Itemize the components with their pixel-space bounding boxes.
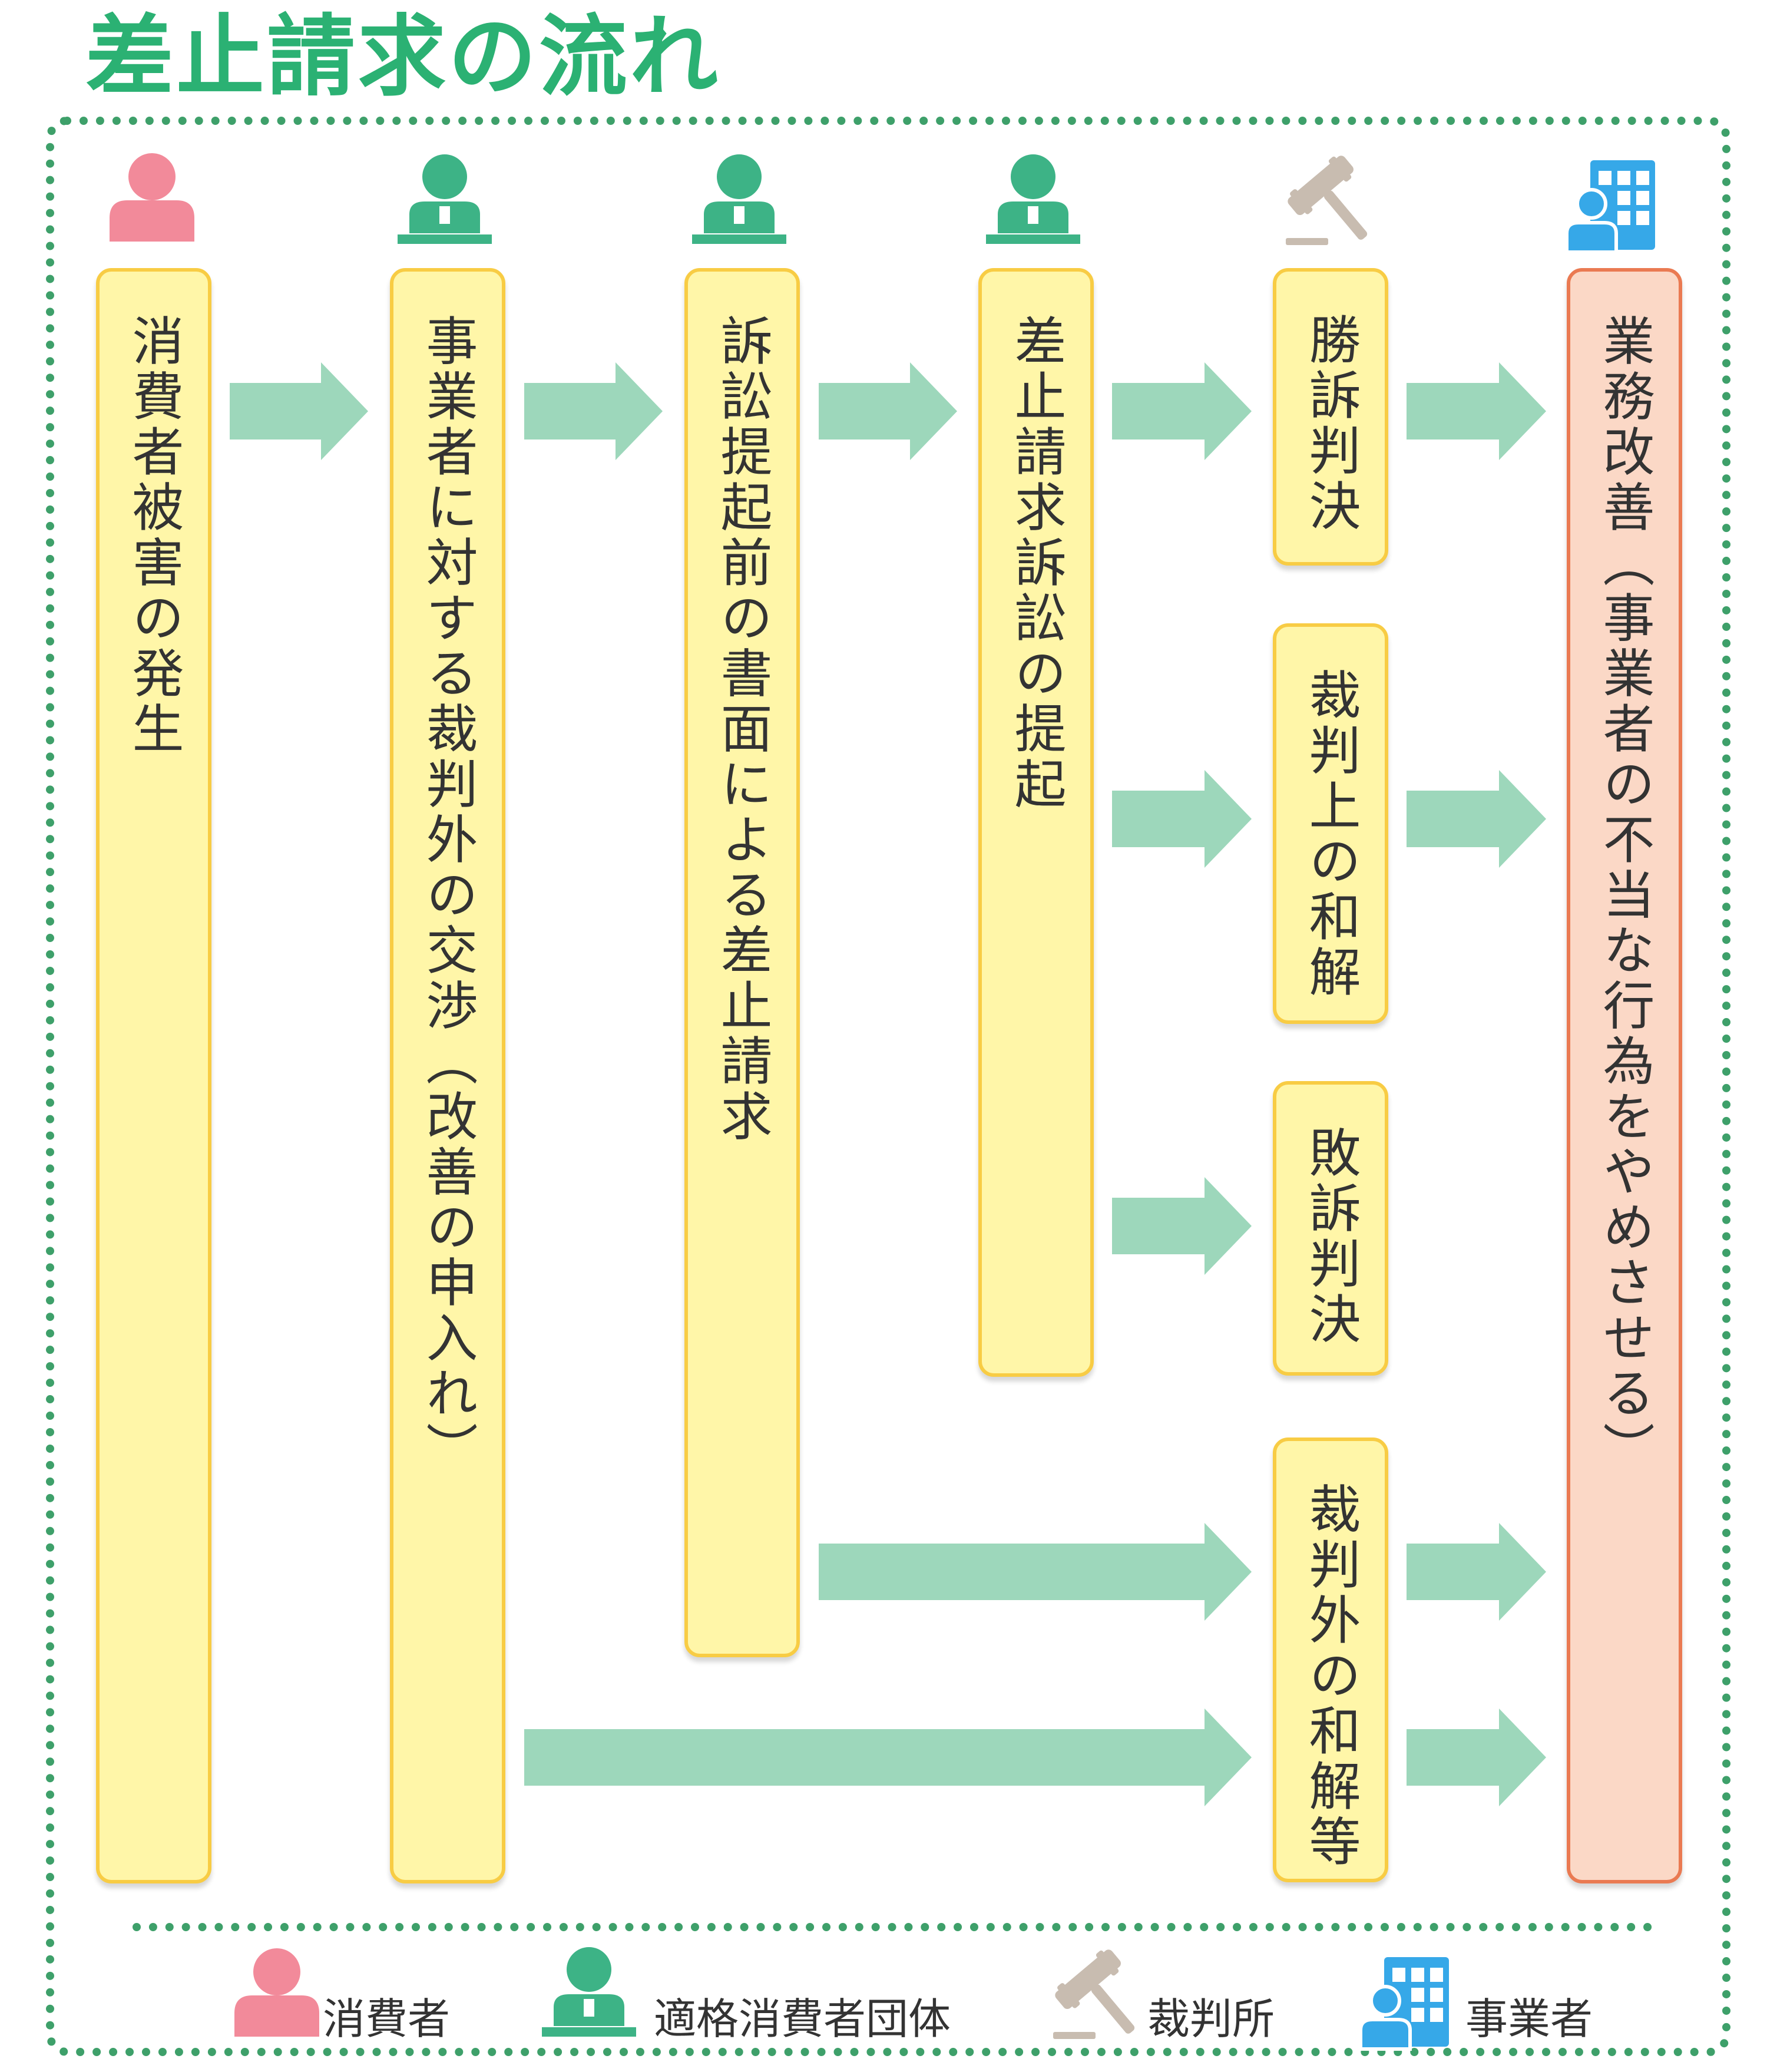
flow-arrow bbox=[1407, 362, 1546, 460]
legend-label: 事業者 bbox=[1465, 1994, 1593, 2044]
outcome-label: 裁判上の和解 bbox=[1301, 668, 1361, 1000]
legend-divider bbox=[133, 1923, 1652, 1931]
page-title: 差止請求の流れ bbox=[85, 6, 721, 108]
result-label: 業務改善（事業者の不当な行為をやめさせる） bbox=[1594, 314, 1655, 1477]
step-box-lawsuit: 差止請求訴訟の提起 bbox=[978, 268, 1094, 1377]
flow-arrow bbox=[1112, 1177, 1252, 1275]
outcome-box-out-of-court-settlement: 裁判外の和解等 bbox=[1273, 1437, 1388, 1882]
step-label: 訴訟提起前の書面による差止請求 bbox=[712, 314, 773, 1145]
flow-arrow bbox=[1112, 362, 1252, 460]
consumer-icon bbox=[234, 1948, 319, 2037]
diagram-frame bbox=[46, 117, 1730, 2056]
flow-arrow bbox=[1407, 1709, 1546, 1806]
result-box-business-improvement: 業務改善（事業者の不当な行為をやめさせる） bbox=[1567, 268, 1682, 1883]
legend-label: 適格消費者団体 bbox=[654, 1994, 951, 2044]
organization-icon bbox=[986, 154, 1080, 244]
step-box-out-of-court-negotiation: 事業者に対する裁判外の交渉（改善の申入れ） bbox=[390, 268, 505, 1883]
flow-arrow bbox=[524, 1709, 1252, 1806]
flow-arrow bbox=[1112, 770, 1252, 868]
outcome-label: 敗訴判決 bbox=[1301, 1126, 1361, 1347]
step-label: 事業者に対する裁判外の交渉（改善の申入れ） bbox=[418, 314, 478, 1477]
flow-arrow bbox=[819, 1523, 1252, 1621]
outcome-box-loss: 敗訴判決 bbox=[1273, 1081, 1388, 1376]
step-label: 差止請求訴訟の提起 bbox=[1006, 314, 1067, 812]
step-label: 消費者被害の発生 bbox=[124, 314, 184, 757]
step-box-consumer-damage: 消費者被害の発生 bbox=[96, 268, 211, 1883]
outcome-box-win: 勝訴判決 bbox=[1273, 268, 1388, 566]
business-icon bbox=[1361, 1957, 1449, 2049]
step-box-written-request: 訴訟提起前の書面による差止請求 bbox=[684, 268, 800, 1657]
gavel-icon bbox=[1051, 1945, 1160, 2056]
outcome-label: 裁判外の和解等 bbox=[1301, 1482, 1361, 1870]
outcome-label: 勝訴判決 bbox=[1301, 313, 1361, 534]
flow-arrow bbox=[524, 362, 663, 460]
outcome-box-court-settlement: 裁判上の和解 bbox=[1273, 623, 1388, 1024]
flow-arrow bbox=[230, 362, 368, 460]
consumer-icon bbox=[110, 153, 194, 242]
flow-arrow bbox=[1407, 770, 1546, 868]
organization-icon bbox=[398, 154, 492, 244]
flow-arrow bbox=[1407, 1523, 1546, 1621]
organization-icon bbox=[542, 1947, 636, 2037]
legend-label: 消費者 bbox=[323, 1994, 451, 2044]
flow-arrow bbox=[819, 362, 957, 460]
gavel-icon bbox=[1283, 151, 1393, 262]
organization-icon bbox=[692, 154, 786, 244]
business-icon bbox=[1567, 160, 1655, 252]
legend-label: 裁判所 bbox=[1147, 1994, 1275, 2044]
